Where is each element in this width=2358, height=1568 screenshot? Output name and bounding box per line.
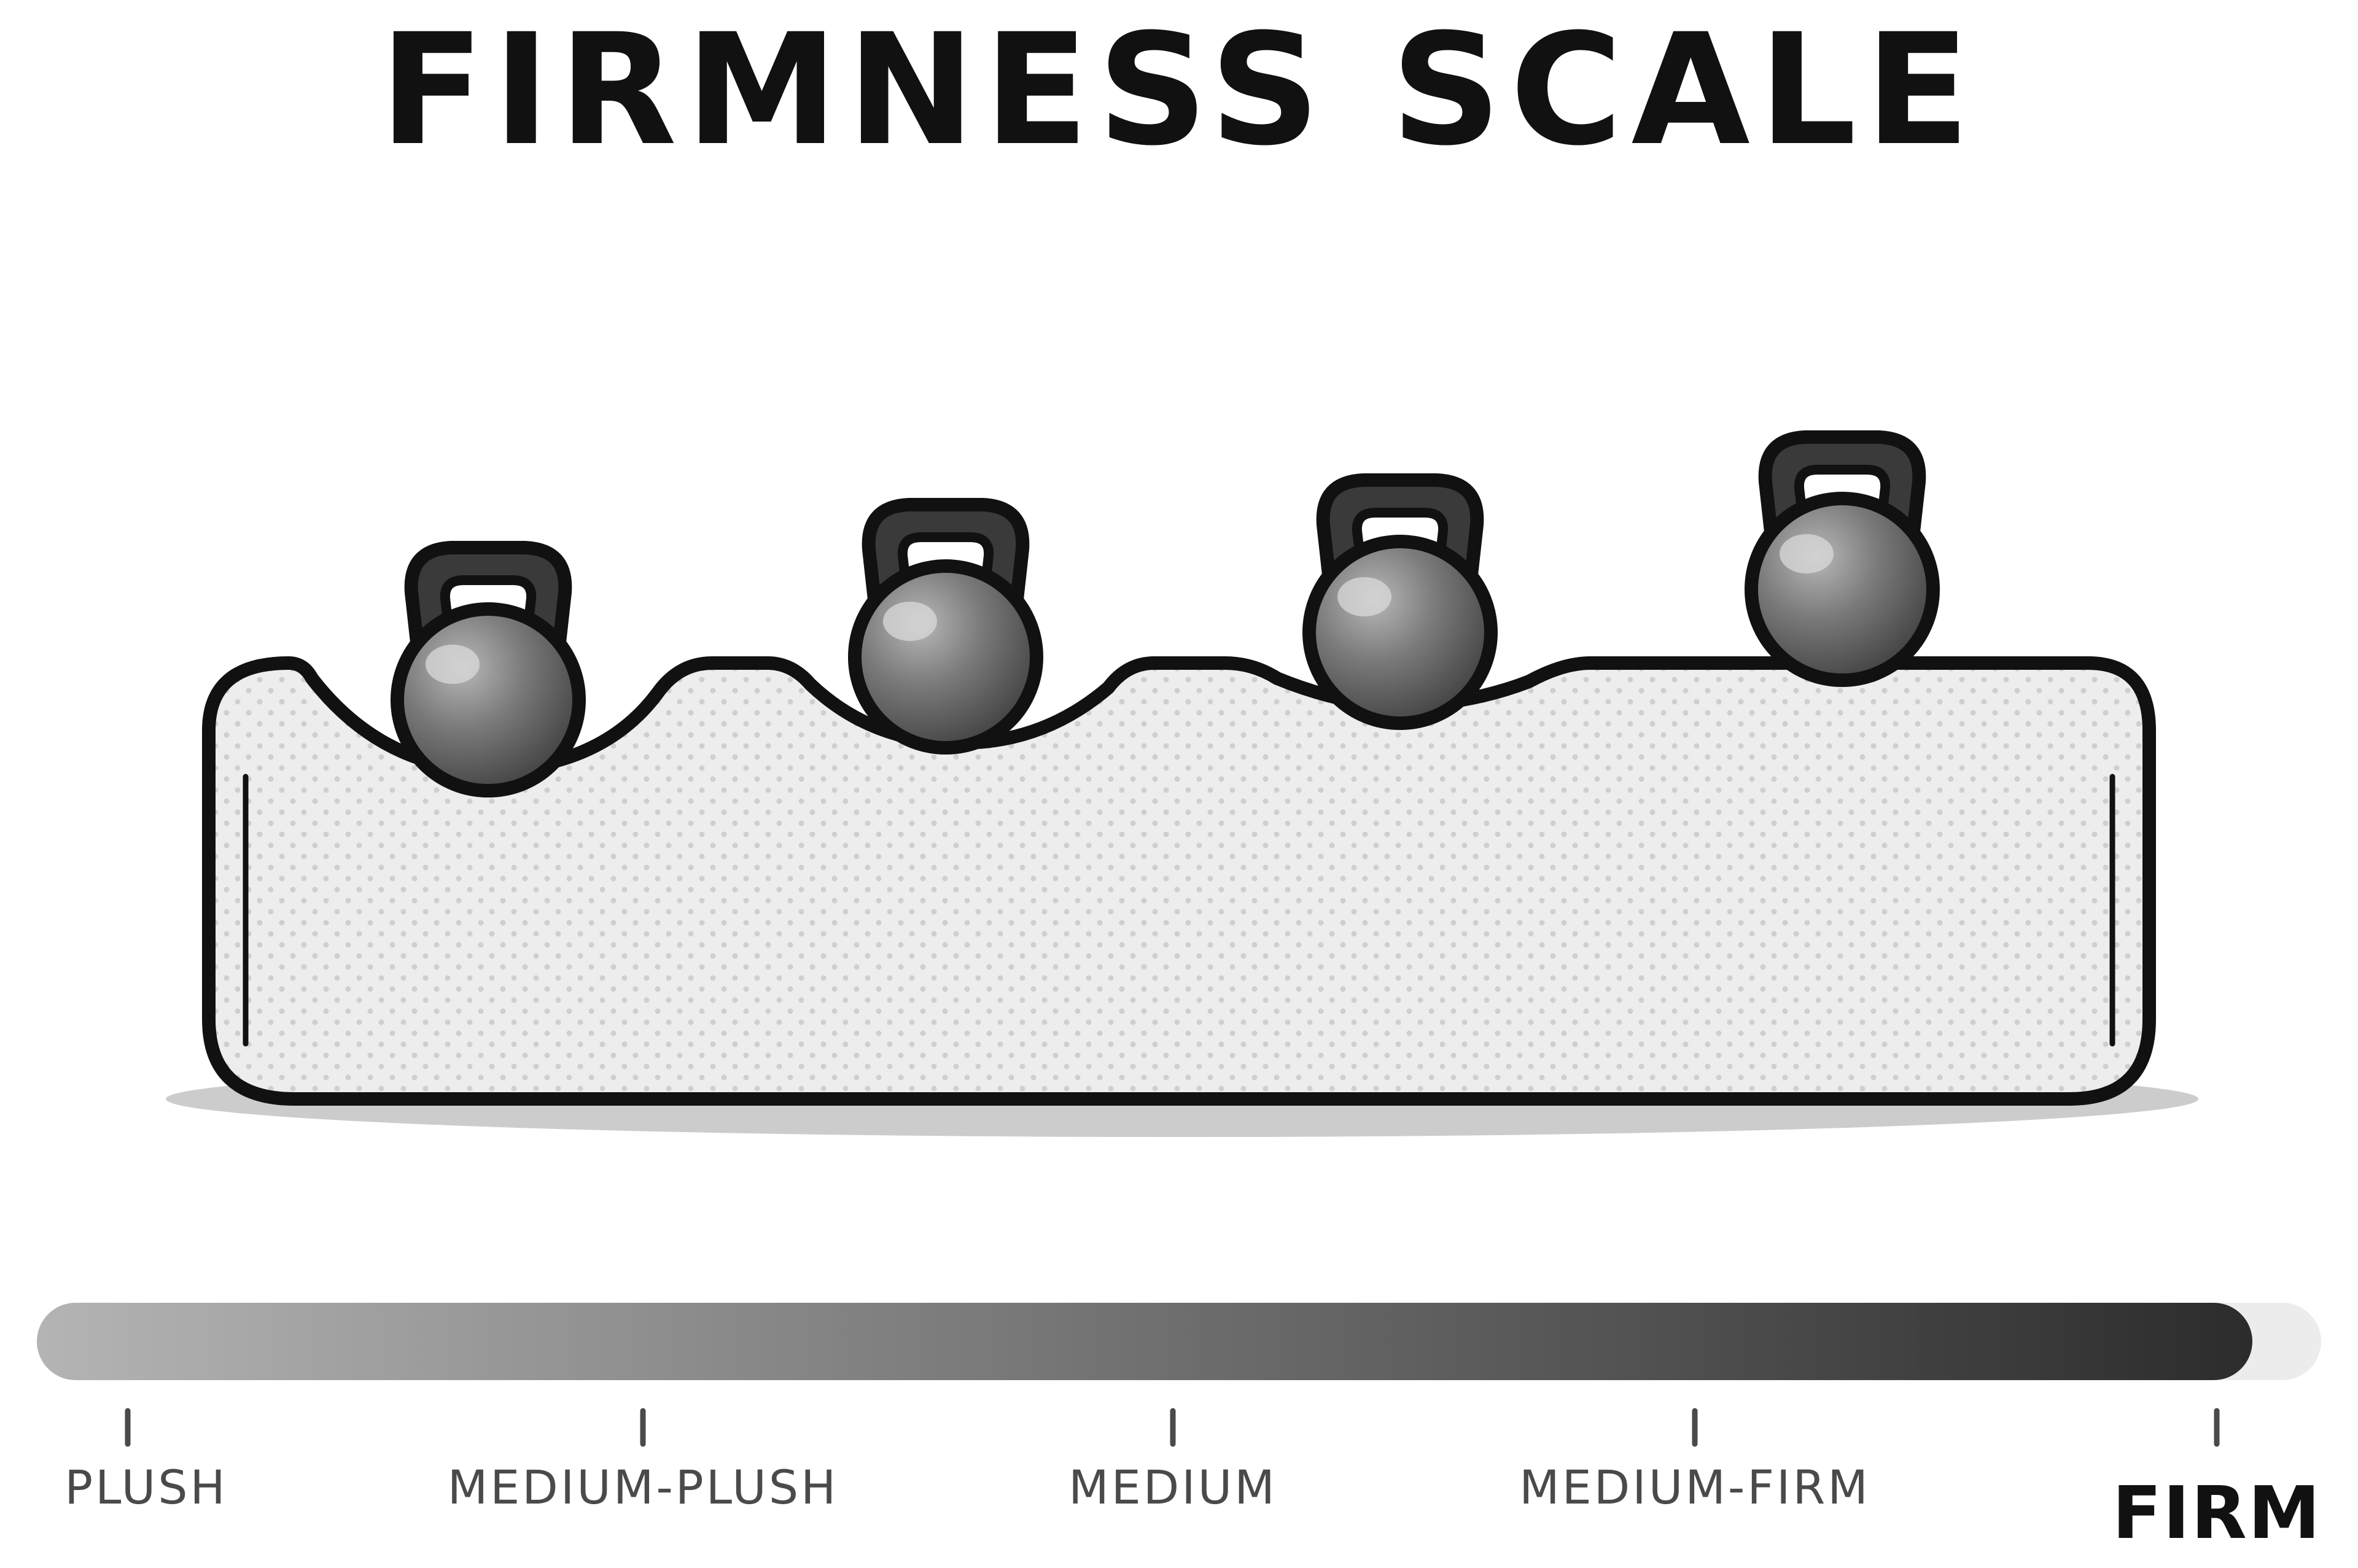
kettlebell-icon	[1745, 430, 1940, 687]
mattress-icon	[202, 656, 2156, 1106]
scale-label-medium: MEDIUM	[1068, 1460, 1277, 1515]
page-title: FIRMNESS SCALE	[379, 1, 1979, 179]
scale-label-medium-plush: MEDIUM-PLUSH	[447, 1460, 839, 1515]
kettlebell-icon	[1302, 473, 1498, 730]
scale-label-plush: PLUSH	[64, 1460, 228, 1515]
kettlebell-icon	[391, 541, 586, 798]
scale-fill	[37, 1303, 2252, 1380]
scale-label-firm: FIRM	[2112, 1470, 2322, 1555]
scale-label-medium-firm: MEDIUM-FIRM	[1519, 1460, 1870, 1515]
firmness-scale	[37, 1303, 2321, 1447]
kettlebell-icon	[848, 498, 1043, 755]
